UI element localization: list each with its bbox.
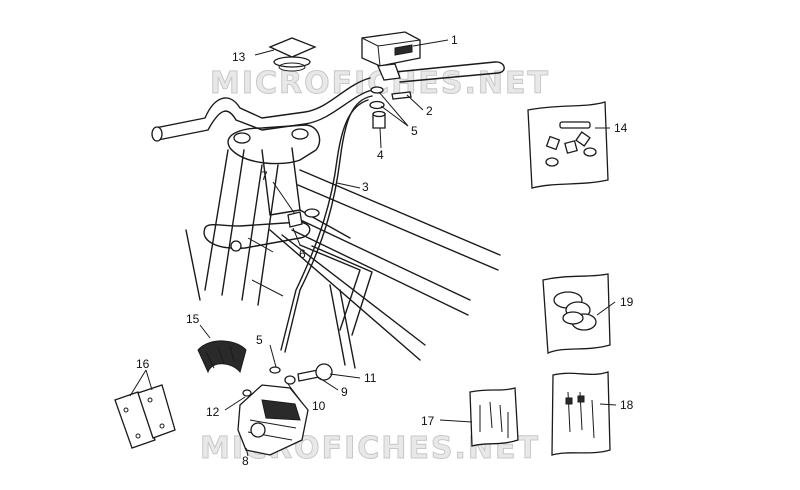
callout-3: 3 (362, 180, 369, 194)
watermark-top: MICROFICHES.NET (210, 66, 550, 101)
part-4-banjo-bolt (372, 110, 386, 129)
part-19-seal-kit-bag (542, 273, 611, 354)
part-8-caliper (237, 384, 309, 456)
callout-5-lower: 5 (256, 333, 263, 347)
part-13-reservoir-cap (268, 37, 317, 72)
callout-8: 8 (242, 454, 249, 468)
callout-10: 10 (312, 399, 326, 413)
callout-9: 9 (341, 385, 348, 399)
part-16-brake-pads (114, 384, 176, 449)
callout-18: 18 (620, 398, 634, 412)
caliper-hardware (242, 363, 333, 397)
frame-illustration (151, 61, 505, 369)
callout-11: 11 (364, 371, 377, 385)
part-2-screw (391, 91, 412, 100)
callout-13: 13 (232, 50, 246, 64)
part-17-screw-kit-bag (469, 387, 519, 447)
callout-17: 17 (421, 414, 435, 428)
part-3-brake-hose (280, 95, 373, 353)
callout-4: 4 (377, 148, 384, 162)
callout-7: 7 (261, 169, 268, 183)
callout-1: 1 (451, 33, 458, 47)
callout-labels: 1 2 3 4 5 5 6 7 8 9 10 11 12 13 14 15 16… (136, 33, 634, 468)
part-5-washers-upper (369, 86, 385, 110)
leader-lines (129, 39, 617, 457)
master-cylinder (361, 31, 421, 81)
callout-16: 16 (136, 357, 150, 371)
part-15-pad-spring (197, 340, 247, 374)
callout-14: 14 (614, 121, 628, 135)
callout-6: 6 (299, 247, 306, 261)
callout-19: 19 (620, 295, 634, 309)
part-18-bleeder-kit-bag (551, 371, 611, 456)
callout-12: 12 (206, 405, 220, 419)
callout-15: 15 (186, 312, 200, 326)
callout-2: 2 (426, 104, 433, 118)
part-14-repair-kit-bag (527, 101, 609, 189)
callout-5-upper: 5 (411, 124, 418, 138)
part-7-hose-clamp (287, 208, 320, 228)
